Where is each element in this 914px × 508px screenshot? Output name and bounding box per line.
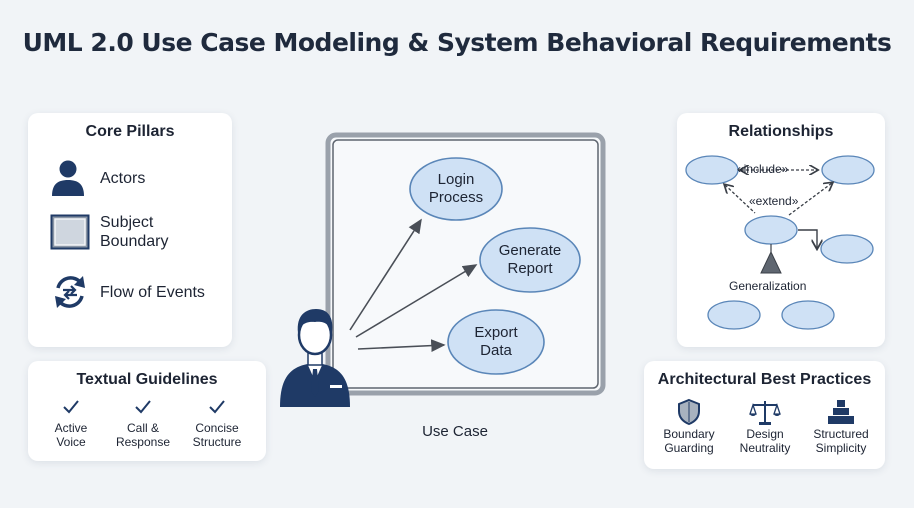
association-export <box>357 339 446 352</box>
check-icon <box>108 399 178 421</box>
shield-icon <box>650 397 728 427</box>
relationships-diagram <box>685 155 875 330</box>
use-case-generate-report-label: Generate Report <box>498 242 562 277</box>
stacked-blocks-icon <box>802 397 880 427</box>
architectural-best-practices-heading: Architectural Best Practices <box>657 371 872 388</box>
pillar-subject-boundary: Subject Boundary <box>50 213 169 251</box>
use-case-generate-report <box>479 227 581 293</box>
guideline-active-voice: Active Voice <box>36 399 106 449</box>
include-label: «include» <box>737 162 789 176</box>
use-case-caption: Use Case <box>422 423 488 440</box>
check-icon <box>182 399 252 421</box>
relationships-card: Relationships «include» «extend» General… <box>677 113 885 347</box>
architectural-best-practices-card: Architectural Best Practices Boundary Gu… <box>644 361 885 469</box>
guideline-label: Active Voice <box>54 421 88 449</box>
balance-scale-icon <box>726 397 804 427</box>
guideline-concise-structure: Concise Structure <box>182 399 252 449</box>
pillar-label: Flow of Events <box>100 283 205 301</box>
check-icon <box>36 399 106 421</box>
association-login <box>349 218 422 331</box>
cycle-arrows-icon <box>55 276 85 308</box>
use-case-login-label: Login Process <box>428 171 484 206</box>
use-case-diagram <box>280 132 606 407</box>
generalization-label: Generalization <box>729 279 807 293</box>
boundary-box-icon <box>50 214 90 250</box>
use-case-login <box>409 157 503 221</box>
textual-guidelines-card: Textual Guidelines Active Voice Call & R… <box>28 361 266 461</box>
practice-boundary-guarding: Boundary Guarding <box>650 397 728 455</box>
use-case-export-label: Export Data <box>474 324 518 359</box>
association-report <box>355 264 478 338</box>
practice-label: Structured Simplicity <box>813 427 869 455</box>
textual-guidelines-heading: Textual Guidelines <box>76 371 218 388</box>
practice-structured-simplicity: Structured Simplicity <box>802 397 880 455</box>
use-case-export <box>447 309 545 375</box>
pillar-label: Actors <box>100 169 146 187</box>
guideline-call-response: Call & Response <box>108 399 178 449</box>
extend-label: «extend» <box>749 194 799 208</box>
businessman-icon <box>280 309 350 407</box>
core-pillars-card: Core Pillars Actors Subject Boundary Flo… <box>28 113 232 347</box>
core-pillars-heading: Core Pillars <box>85 123 175 140</box>
person-icon <box>52 160 84 196</box>
guideline-label: Call & Response <box>115 421 171 449</box>
practice-label: Design Neutrality <box>739 427 791 455</box>
page-title: UML 2.0 Use Case Modeling & System Behav… <box>22 28 892 57</box>
pillar-actors: Actors <box>50 159 145 197</box>
practice-label: Boundary Guarding <box>663 427 715 455</box>
pillar-label: Subject Boundary <box>100 214 169 250</box>
relationships-heading: Relationships <box>728 123 834 140</box>
pillar-flow-of-events: Flow of Events <box>50 273 205 311</box>
practice-design-neutrality: Design Neutrality <box>726 397 804 455</box>
guideline-label: Concise Structure <box>192 421 242 449</box>
